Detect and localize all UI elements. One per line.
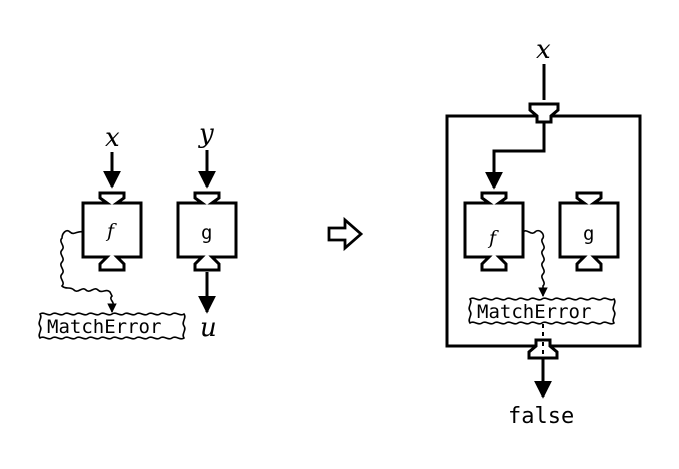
right-f-wire bbox=[485, 122, 546, 190]
right-g-box bbox=[558, 191, 620, 272]
right-g-label: g bbox=[583, 223, 594, 245]
left-y-label: y bbox=[198, 119, 214, 149]
right-bottom-port bbox=[527, 338, 559, 360]
right-result-label: false bbox=[508, 404, 574, 429]
right-error-box bbox=[468, 297, 616, 325]
left-f-label: f bbox=[105, 220, 117, 242]
right-error-path bbox=[522, 229, 545, 292]
left-error-label: MatchError bbox=[47, 316, 161, 338]
right-diagram: x f g MatchError false bbox=[445, 35, 642, 429]
right-top-port bbox=[528, 102, 560, 124]
transform-arrow-icon bbox=[327, 216, 364, 252]
left-error-box bbox=[38, 312, 186, 340]
left-f-box bbox=[81, 191, 143, 272]
right-x-label: x bbox=[536, 35, 551, 65]
left-diagram: x f y g u MatchError bbox=[38, 119, 238, 343]
left-g-label: g bbox=[201, 222, 212, 244]
right-error-label: MatchError bbox=[477, 301, 591, 323]
left-g-box bbox=[176, 191, 238, 272]
right-f-box bbox=[463, 191, 525, 272]
left-u-label: u bbox=[200, 313, 217, 343]
left-x-label: x bbox=[105, 123, 120, 153]
right-f-label: f bbox=[487, 227, 499, 249]
left-error-path bbox=[60, 229, 114, 307]
